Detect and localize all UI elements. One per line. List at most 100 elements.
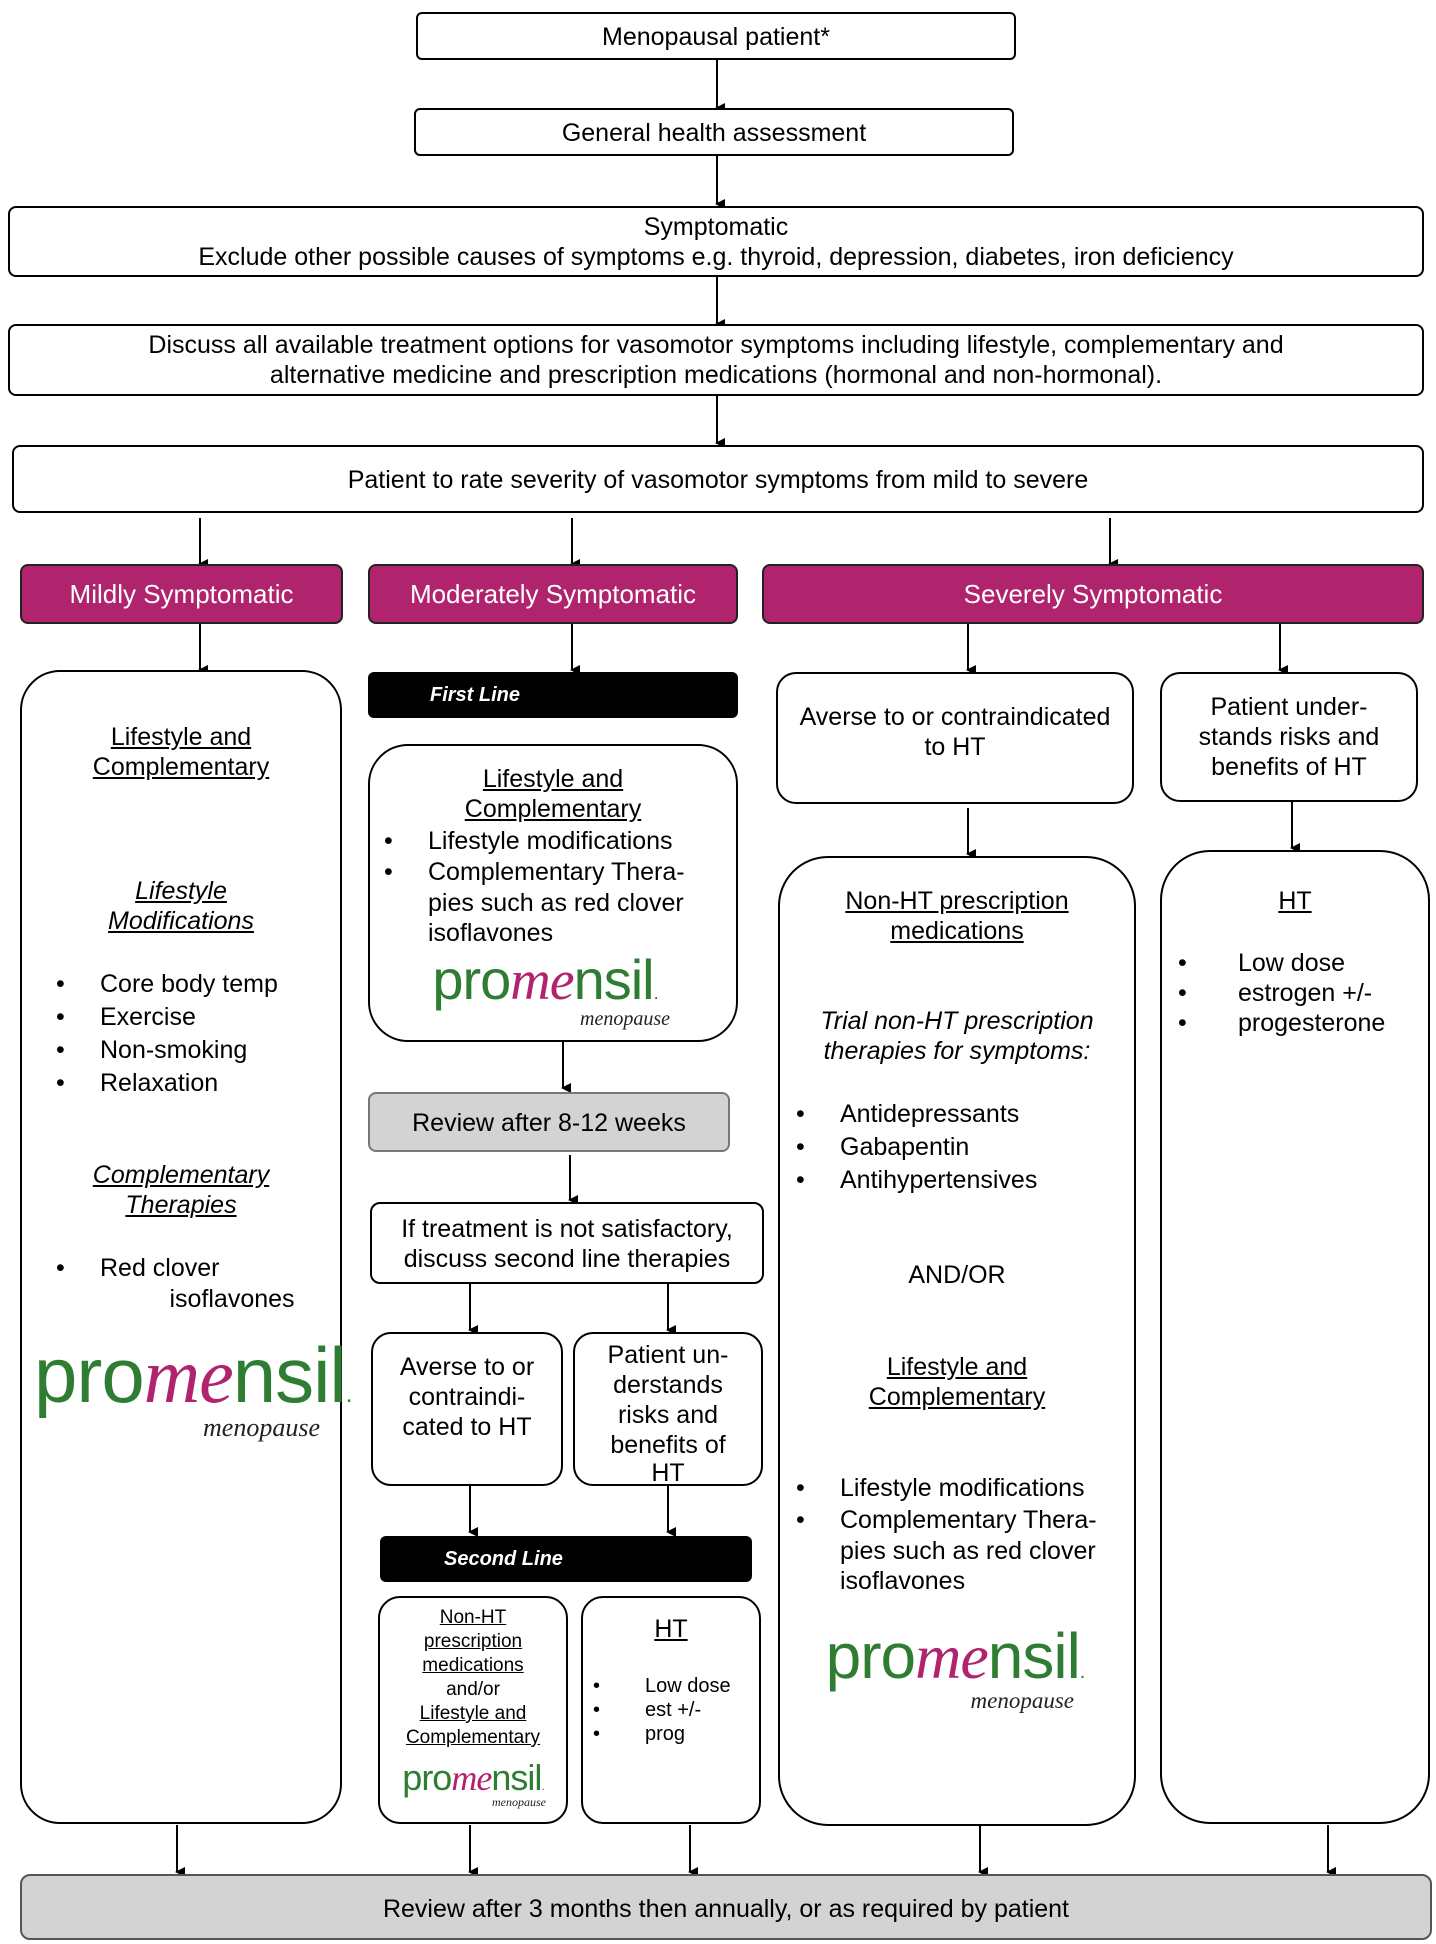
severe-pill: Severely Symptomatic — [762, 564, 1424, 624]
patient-text: Menopausal patient* — [602, 23, 830, 51]
severe-averse-box: Averse to or contraindicated to HT — [776, 672, 1134, 804]
severe-nonht-box: Non-HT prescription medications Trial no… — [778, 856, 1136, 1826]
final-review-text: Review after 3 months then annually, or … — [382, 1895, 1070, 1923]
list-item-cont: estrogen +/- — [1174, 978, 1385, 1008]
discuss-line-1: Discuss all available treatment options … — [148, 331, 1284, 359]
severe-averse-line-2: to HT — [924, 733, 986, 761]
moderate-averse-line-2: contraindi- — [408, 1383, 526, 1411]
mild-pill: Mildly Symptomatic — [20, 564, 343, 624]
list-item: Antihypertensives — [792, 1164, 1037, 1197]
moderate-lc-line-2: Complementary — [405, 1727, 541, 1748]
list-item-cont: est +/- — [589, 1698, 731, 1722]
list-item: Low dose — [589, 1674, 731, 1698]
symptomatic-box: Symptomatic Exclude other possible cause… — [8, 206, 1424, 277]
promensil-logo: promensil. menopause — [825, 1620, 1086, 1713]
moderate-first-line-list: Lifestyle modifications Complementary Th… — [380, 826, 685, 888]
list-item-cont: progesterone — [1174, 1008, 1385, 1038]
severe-meds-list: Antidepressants Gabapentin Antihypertens… — [792, 1098, 1037, 1197]
severe-understands-line-1: Patient under- — [1210, 693, 1368, 721]
list-item: Gabapentin — [792, 1131, 1037, 1164]
severe-averse-line-1: Averse to or contraindicated — [799, 703, 1111, 731]
moderate-nonht-line-1: Non-HT — [439, 1607, 507, 1628]
moderate-understands-line-4: benefits of — [610, 1431, 726, 1459]
moderate-nonht-line-3: medications — [422, 1655, 524, 1676]
moderate-understands-line-2: derstands — [613, 1371, 723, 1399]
moderate-ht-title: HT — [654, 1615, 688, 1643]
discuss-box: Discuss all available treatment options … — [8, 324, 1424, 396]
moderate-nonht-line-2: prescription — [423, 1631, 523, 1652]
moderate-understands-line-5: HT — [651, 1459, 685, 1487]
moderate-averse-line-3: cated to HT — [402, 1413, 532, 1441]
severe-understands-line-2: stands risks and — [1198, 723, 1380, 751]
assessment-box: General health assessment — [414, 108, 1014, 156]
list-item: Lifestyle modifications — [792, 1472, 1097, 1504]
list-item: Complementary Thera- — [792, 1504, 1097, 1536]
promensil-logo: promensil. menopause — [402, 1757, 546, 1809]
review-8-12-weeks-box: Review after 8-12 weeks — [368, 1092, 730, 1152]
severe-lc-line-2: Complementary — [868, 1383, 1046, 1411]
mild-comp-item-cont: isoflavones — [169, 1285, 295, 1313]
severe-understands-box: Patient under- stands risks and benefits… — [1160, 672, 1418, 802]
list-item: Low dose — [1174, 948, 1385, 978]
mild-lifestyle-list: Core body temp Exercise Non-smoking Rela… — [52, 968, 278, 1100]
moderate-understands-line-3: risks and — [617, 1401, 719, 1429]
severe-item2-line-3: isoflavones — [840, 1567, 966, 1595]
review-8-12-weeks-text: Review after 8-12 weeks — [412, 1109, 686, 1137]
mild-comp-line-1: Complementary — [92, 1161, 270, 1189]
symptomatic-detail: Exclude other possible causes of symptom… — [198, 243, 1234, 271]
assessment-text: General health assessment — [561, 119, 867, 147]
mild-lifestyle-line-1: Lifestyle — [135, 877, 227, 905]
not-satisfactory-line-2: discuss second line therapies — [403, 1245, 731, 1273]
first-line-label: First Line — [368, 672, 738, 718]
symptomatic-title: Symptomatic — [643, 213, 789, 241]
severe-lc-line-1: Lifestyle and — [886, 1353, 1028, 1381]
moderate-pill: Moderately Symptomatic — [368, 564, 738, 624]
moderate-heading-line-2: Complementary — [464, 795, 642, 823]
moderate-averse-box: Averse to or contraindi- cated to HT — [371, 1332, 563, 1486]
severe-ht-title: HT — [1278, 887, 1312, 915]
rate-severity-text: Patient to rate severity of vasomotor sy… — [347, 466, 1089, 494]
mild-heading-line-2: Complementary — [92, 753, 270, 781]
severe-nonht-line-1: Non-HT prescription — [845, 887, 1069, 915]
not-satisfactory-line-1: If treatment is not satisfactory, — [401, 1215, 733, 1243]
moderate-andor: and/or — [446, 1679, 500, 1700]
promensil-logo: promensil. menopause — [432, 948, 670, 1030]
mild-comp-line-2: Therapies — [125, 1191, 237, 1219]
moderate-averse-line-1: Averse to or — [399, 1353, 535, 1381]
severe-understands-line-3: benefits of HT — [1211, 753, 1367, 781]
list-item: Lifestyle modifications — [380, 826, 685, 857]
list-item: Complementary Thera- — [380, 857, 685, 888]
severe-ht-box: HT Low dose estrogen +/- progesterone — [1160, 850, 1430, 1824]
patient-box: Menopausal patient* — [416, 12, 1016, 60]
list-item: Relaxation — [52, 1067, 278, 1100]
final-review-box: Review after 3 months then annually, or … — [20, 1874, 1432, 1940]
not-satisfactory-box: If treatment is not satisfactory, discus… — [370, 1202, 764, 1284]
list-item: Core body temp — [52, 968, 278, 1001]
promensil-logo: promensil. menopause — [34, 1331, 352, 1442]
list-item: Non-smoking — [52, 1034, 278, 1067]
mild-lifestyle-line-2: Modifications — [108, 907, 254, 935]
rate-severity-box: Patient to rate severity of vasomotor sy… — [12, 445, 1424, 513]
severe-trial-line-1: Trial non-HT prescription — [820, 1007, 1094, 1035]
moderate-ht-box: HT Low dose est +/- prog — [581, 1596, 761, 1824]
second-line-label: Second Line — [380, 1536, 752, 1582]
severe-andor: AND/OR — [908, 1261, 1006, 1289]
moderate-ht-list: Low dose est +/- prog — [589, 1674, 731, 1746]
mild-comp-list: Red clover — [52, 1252, 220, 1285]
moderate-heading-line-1: Lifestyle and — [482, 765, 624, 793]
mild-treatment-box: Lifestyle and Complementary Lifestyle Mo… — [20, 670, 352, 1824]
severe-ht-list: Low dose estrogen +/- progesterone — [1174, 948, 1385, 1038]
moderate-first-line-box: Lifestyle and Complementary Lifestyle mo… — [368, 744, 738, 1042]
list-item: Exercise — [52, 1001, 278, 1034]
mild-heading-line-1: Lifestyle and — [110, 723, 252, 751]
moderate-understands-box: Patient un- derstands risks and benefits… — [573, 1332, 763, 1487]
severe-lc-list: Lifestyle modifications Complementary Th… — [792, 1472, 1097, 1536]
list-item-cont: prog — [589, 1722, 731, 1746]
severe-trial-line-2: therapies for symptoms: — [823, 1037, 1091, 1065]
moderate-lc-line-1: Lifestyle and — [419, 1703, 527, 1724]
list-item: Antidepressants — [792, 1098, 1037, 1131]
list-item: Red clover — [52, 1252, 220, 1285]
moderate-item2-line-3: isoflavones — [428, 919, 554, 947]
moderate-nonht-box: Non-HT prescription medications and/or L… — [378, 1596, 568, 1824]
